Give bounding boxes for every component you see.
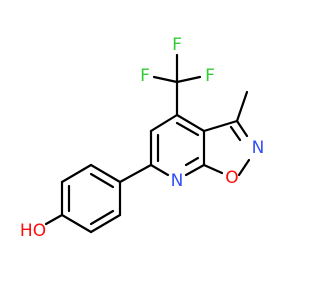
nitrogen-label-isoxazole: N xyxy=(252,138,265,158)
bond-c-oh xyxy=(44,213,64,226)
fluorine-label-top: F xyxy=(172,35,182,55)
bond-c5-c4 xyxy=(149,113,179,133)
bond-n-o xyxy=(237,158,251,177)
structure-canvas: F F F N N O HO xyxy=(20,35,264,241)
bond-n7-c6 xyxy=(149,163,170,177)
bond-ph-1 xyxy=(89,163,122,184)
bond-c7a-n7-inner xyxy=(184,156,200,167)
bond-o-c7a xyxy=(202,163,224,175)
bond-ph-4 xyxy=(60,213,93,234)
bond-c7a-n7 xyxy=(184,163,206,177)
bond-c-f-left xyxy=(152,75,179,84)
bond-ph-1-inner xyxy=(89,172,115,189)
hydroxyl-label: HO xyxy=(20,221,46,241)
bond-c-f-right xyxy=(175,75,202,84)
nitrogen-label-pyridine: N xyxy=(171,171,184,191)
bond-c3-n-inner xyxy=(229,125,242,142)
bond-c6-phenyl xyxy=(118,163,153,184)
bond-c4-c4a-inner xyxy=(175,121,200,137)
bond-ph-5 xyxy=(89,213,122,234)
fluorine-label-right: F xyxy=(205,66,215,86)
bond-c3-methyl xyxy=(235,90,249,123)
bond-c3-n xyxy=(235,119,249,138)
bonds xyxy=(44,53,251,234)
bond-ph-5-inner xyxy=(89,209,115,226)
fluorine-label-left: F xyxy=(140,66,150,86)
bond-ph-2 xyxy=(60,163,93,184)
bond-c4a-c3 xyxy=(202,119,239,133)
atom-labels: F F F N N O HO xyxy=(20,35,264,241)
molecule-structure: F F F N N O HO xyxy=(20,35,264,241)
oxygen-label-isoxazole: O xyxy=(225,168,238,188)
bond-c4-c4a xyxy=(175,113,206,133)
